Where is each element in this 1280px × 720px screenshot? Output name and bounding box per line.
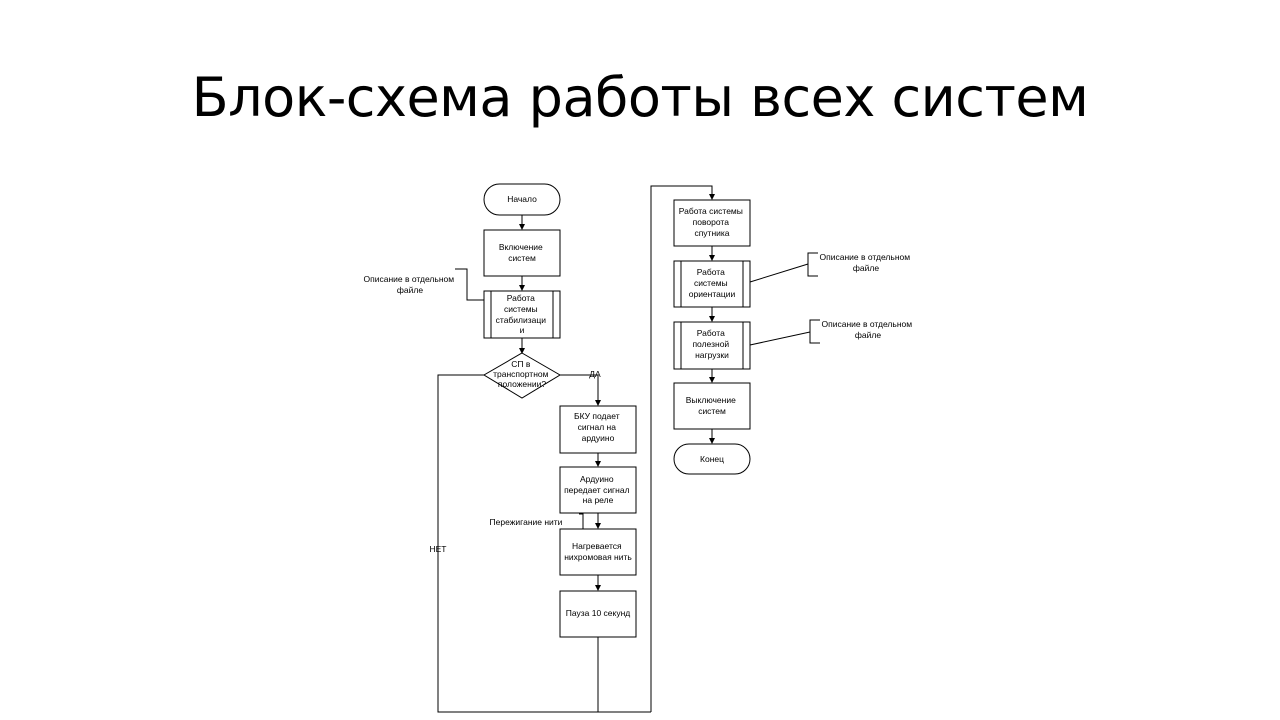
burn-note: Пережигание нити	[490, 517, 563, 527]
heating-line-2: нихромовая нить	[564, 552, 632, 562]
stabilization-line-1: Работа	[507, 293, 535, 303]
stabilization-annotation: Описание в отдельном файле	[364, 268, 484, 301]
transport-decision: СП в транспортном положении?	[483, 352, 561, 399]
svg-text:Включение систем: Включение систем	[499, 242, 545, 263]
svg-text:Описание в отдельном ф: Описание в отдельном файле	[822, 319, 915, 340]
svg-text:Работа полезной: Работа полезной нагрузки	[692, 328, 731, 360]
orientation-subprocess: Работа системы ориентации	[673, 260, 751, 308]
bku-signal-process: БКУ подает сигнал на ардуино	[559, 405, 637, 454]
svg-text:СП в транспортном: СП в транспортном положении?	[493, 359, 551, 389]
svg-text:Описание в отдельном ф: Описание в отдельном файле	[364, 274, 457, 295]
payload-note-line-2: файле	[855, 330, 881, 340]
power-on-line-1: Включение	[499, 242, 543, 252]
power-off-line-2: систем	[698, 406, 726, 416]
start-terminator: Начало	[483, 183, 561, 216]
stabilization-subprocess: Работа системы стабилизаци и	[483, 290, 561, 339]
payload-subprocess: Работа полезной нагрузки	[673, 321, 751, 370]
arrow-bus-to-rotation	[650, 185, 715, 712]
burn-annotation: Пережигание нити	[490, 513, 584, 531]
decision-line-2: транспортном	[493, 369, 548, 379]
power-off-process: Выключение систем	[673, 382, 751, 430]
payload-annotation: Описание в отдельном файле	[749, 319, 915, 346]
end-label: Конец	[700, 454, 724, 464]
rotation-process: Работа системы поворота спутника	[673, 199, 751, 247]
bku-line-1: БКУ подает	[574, 411, 620, 421]
svg-text:Описание в отдельном ф: Описание в отдельном файле	[820, 252, 913, 273]
no-label: НЕТ	[430, 544, 447, 554]
start-label: Начало	[507, 194, 537, 204]
rotation-line-3: спутника	[694, 228, 729, 238]
arrow-yes-branch	[560, 374, 601, 406]
svg-text:Нагревается нихромовая: Нагревается нихромовая нить	[564, 541, 632, 562]
bku-line-2: сигнал на	[578, 422, 617, 432]
pause-label: Пауза 10 секунд	[566, 608, 631, 618]
orientation-line-2: системы	[694, 278, 728, 288]
power-off-line-1: Выключение	[686, 395, 736, 405]
svg-text:Ардуино передает сигна: Ардуино передает сигнал на реле	[564, 474, 632, 505]
svg-text:Работа системы поворот: Работа системы поворота спутника	[679, 206, 746, 238]
heating-process: Нагревается нихромовая нить	[559, 528, 637, 576]
payload-line-2: полезной	[692, 339, 729, 349]
rotation-line-1: Работа системы	[679, 206, 743, 216]
yes-label: ДА	[589, 369, 601, 379]
stabilization-line-4: и	[520, 325, 525, 335]
arduino-line-1: Ардуино	[580, 474, 614, 484]
orientation-note-line-2: файле	[853, 263, 879, 273]
payload-note-line-1: Описание в отдельном	[822, 319, 913, 329]
no-branch-line	[437, 374, 651, 713]
decision-line-1: СП в	[511, 359, 531, 369]
orientation-line-1: Работа	[697, 267, 725, 277]
pause-process: Пауза 10 секунд	[559, 590, 637, 638]
svg-text:Работа системы: Работа системы ориентации	[689, 267, 736, 299]
heating-line-1: Нагревается	[572, 541, 622, 551]
arduino-line-2: передает сигнал	[564, 485, 630, 495]
orientation-note-line-1: Описание в отдельном	[820, 252, 911, 262]
stabilization-note-line-2: файле	[397, 285, 423, 295]
bku-line-3: ардуино	[582, 433, 615, 443]
decision-line-3: положении?	[498, 379, 546, 389]
stabilization-line-2: системы	[504, 304, 538, 314]
stabilization-line-3: стабилизаци	[496, 315, 547, 325]
svg-text:БКУ подает сигнал на: БКУ подает сигнал на ардуино	[574, 411, 622, 443]
connectors	[437, 185, 715, 713]
end-terminator: Конец	[673, 443, 751, 475]
svg-text:Выключение систем: Выключение систем	[686, 395, 738, 416]
power-on-process: Включение систем	[483, 229, 561, 277]
payload-line-1: Работа	[697, 328, 725, 338]
payload-line-3: нагрузки	[695, 350, 729, 360]
rotation-line-2: поворота	[693, 217, 730, 227]
orientation-line-3: ориентации	[689, 289, 736, 299]
slide-title: Блок-схема работы всех систем	[191, 66, 1089, 129]
svg-text:Работа системы: Работа системы стабилизаци и	[496, 293, 549, 335]
orientation-annotation: Описание в отдельном файле	[749, 252, 913, 283]
stabilization-note-line-1: Описание в отдельном	[364, 274, 455, 284]
arduino-relay-process: Ардуино передает сигнал на реле	[559, 466, 637, 514]
power-on-line-2: систем	[508, 253, 536, 263]
arduino-line-3: на реле	[583, 495, 614, 505]
